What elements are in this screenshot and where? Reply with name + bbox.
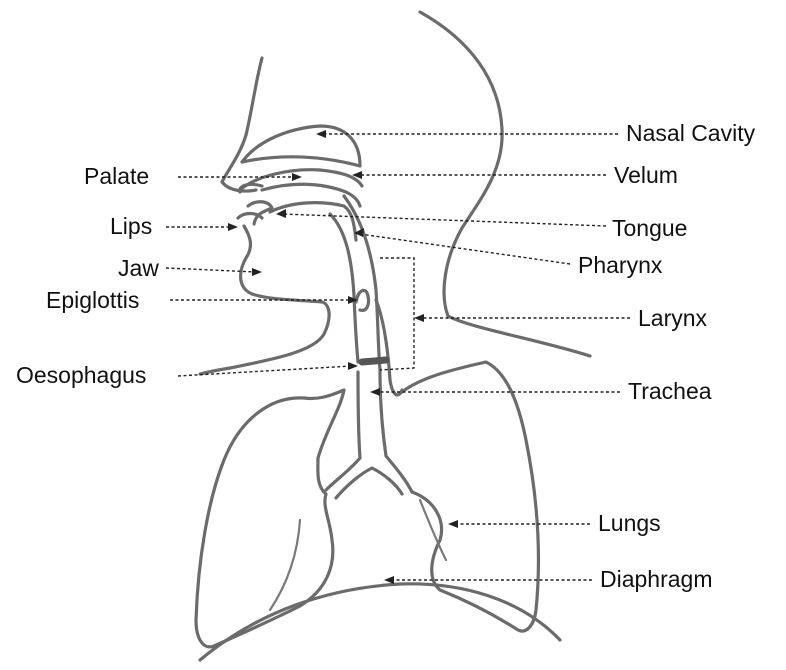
lips-outline [238,202,272,224]
arrowhead-lungs [448,520,458,528]
larynx-bracket [380,258,414,370]
label-nasal-cavity: Nasal Cavity [626,122,755,145]
arrowhead-lips [228,223,238,231]
arrowhead-diaphragm [384,576,394,584]
arrowhead-nasal-cavity [316,130,326,138]
label-diaphragm: Diaphragm [600,568,713,591]
nasal-cavity-shape [242,126,360,166]
leader-tongue [282,214,606,226]
label-pharynx: Pharynx [578,254,662,277]
epiglottis-shape [356,290,369,310]
label-lips: Lips [110,215,152,238]
arrowhead-oesophagus [348,362,358,370]
pharynx-front-wall [330,214,358,362]
leader-pharynx [360,234,570,264]
label-palate: Palate [84,165,149,188]
arrowhead-jaw [252,268,262,276]
label-epiglottis: Epiglottis [46,289,139,312]
palate-velum-band [240,170,362,190]
face-profile-upper [222,58,262,191]
pharynx-back-wall [344,196,380,370]
label-tongue: Tongue [612,217,687,240]
label-lungs: Lungs [598,512,661,535]
label-oesophagus: Oesophagus [16,364,146,387]
back-of-head-outline [420,12,590,356]
label-jaw: Jaw [118,257,159,280]
arrowhead-larynx [414,314,424,322]
leader-lines [166,130,630,584]
arrowhead-trachea [370,388,380,396]
arrowhead-palate [292,173,302,181]
label-larynx: Larynx [638,307,707,330]
label-velum: Velum [614,164,678,187]
label-trachea: Trachea [628,380,712,403]
lung-fissure-left [270,520,300,610]
oesophagus-band [362,360,386,362]
